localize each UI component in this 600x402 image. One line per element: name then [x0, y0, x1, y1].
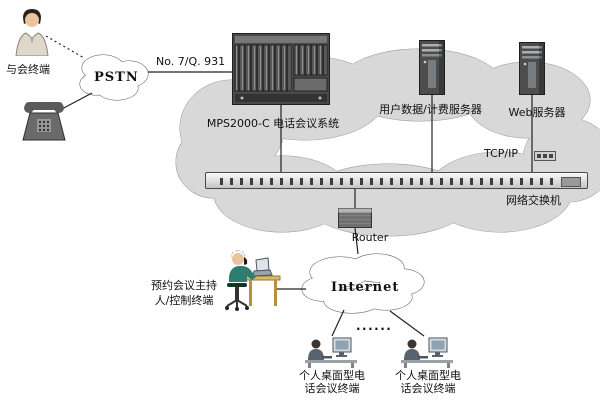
pstn-cloud-shape [79, 54, 149, 101]
desktop-terminal2-label-line2: 话会议终端 [400, 382, 456, 395]
network-switch-label: 网络交换机 [506, 194, 561, 207]
ellipsis-label: ...... [356, 319, 393, 333]
tcp-ip-label: TCP/IP [484, 147, 518, 160]
internet-cloud-shape [301, 253, 425, 314]
line-router-internet [354, 227, 359, 255]
desktop-terminal1-label: 个人桌面型电 话会议终端 [293, 369, 371, 395]
mps-system-label: MPS2000-C 电话会议系统 [206, 117, 340, 130]
internet-label: Internet [331, 280, 400, 295]
network-jack-icon [534, 147, 556, 166]
desktop-terminal2-label: 个人桌面型电 话会议终端 [389, 369, 467, 395]
operator-at-desk-icon [216, 250, 282, 324]
host-terminal-label-line2: 人/控制终端 [154, 294, 214, 307]
router-label: Router [351, 231, 389, 244]
connection-lines [45, 35, 533, 337]
host-terminal-label: 预约会议主持 人/控制终端 [146, 278, 222, 308]
web-server-label: Web服务器 [508, 106, 566, 119]
desktop-terminal1-label-line1: 个人桌面型电 [299, 369, 365, 382]
telephone-icon [20, 100, 68, 148]
mps-rack-icon [232, 33, 330, 109]
host-terminal-label-line1: 预约会议主持 [151, 279, 217, 292]
line-pstn-phone [59, 92, 93, 111]
desktop-terminal2-label-line1: 个人桌面型电 [395, 369, 461, 382]
desktop-terminal-icon [304, 334, 358, 372]
desktop-terminal1-label-line2: 话会议终端 [304, 382, 360, 395]
switch-ports [220, 178, 553, 185]
billing-server-icon [419, 40, 445, 99]
attendee-person-icon [12, 6, 52, 60]
web-server-icon [519, 42, 545, 99]
router-icon [338, 208, 372, 232]
switch-icon [205, 172, 588, 189]
switch-uplink-port [561, 177, 581, 187]
attendee-label: 与会终端 [6, 63, 50, 76]
billing-server-label: 用户数据/计费服务器 [379, 103, 482, 116]
line-internet-terminal2 [389, 310, 425, 337]
line-internet-terminal1 [331, 309, 345, 337]
pstn-label: PSTN [94, 70, 139, 85]
line-attendee-pstn [45, 35, 85, 59]
trunk-link-label: No. 7/Q. 931 [156, 55, 226, 68]
desktop-terminal-icon [400, 334, 454, 372]
